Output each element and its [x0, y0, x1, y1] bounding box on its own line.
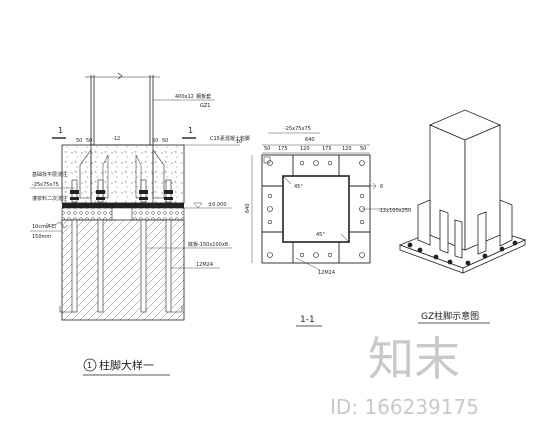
gz-label: GZ1	[200, 103, 210, 109]
detail-number-circle	[83, 358, 97, 372]
bolt-label: 12M24	[196, 262, 213, 268]
dim-left2: 50	[86, 138, 92, 144]
section-bolt-label: 12M24	[318, 270, 335, 276]
column-foot-detail: 400x12 钢板套 GZ1 1 1 50 50 50 50 -12 C15素混…	[30, 72, 250, 376]
iso-title: GZ柱脚示意图	[421, 310, 479, 322]
section-dim-5: 120	[342, 146, 352, 152]
dim-right: 50	[152, 138, 158, 144]
detail-title: 柱脚大样一	[99, 358, 154, 372]
stiffener-label: -12x100x250	[378, 208, 411, 214]
gravel-label-2: 150mm	[32, 234, 51, 240]
dim-left: 50	[76, 138, 82, 144]
plate-label-suffix: 钢板套	[196, 93, 211, 100]
elevation-label: ±0.000	[208, 202, 227, 208]
section-mark-left: 1	[58, 126, 63, 135]
watermark-id: ID: 166239175	[330, 395, 479, 419]
watermark-brand: 知末	[368, 332, 460, 386]
grout-label-2: 灌浆料二次浇注	[32, 195, 67, 202]
thickness-label: 6	[380, 184, 383, 190]
section-rib-label: -25x75x75	[284, 126, 311, 132]
section-dim-2: 175	[278, 146, 288, 152]
section-mark-right: 1	[188, 126, 193, 135]
section-small-label: 10	[236, 139, 242, 145]
detail-number: 1	[87, 361, 92, 370]
section-title: 1-1	[300, 315, 315, 325]
dim-right2: 50	[162, 138, 168, 144]
section-1-1: -25x75x75 640 50 175 120 175 120 50	[236, 126, 411, 327]
angle-1: 45°	[294, 184, 303, 190]
section-dim-4: 175	[322, 146, 332, 152]
section-dim-3: 120	[300, 146, 310, 152]
section-dim-6: 50	[360, 146, 366, 152]
anchor-plate-label: 底板-150x100x8	[188, 241, 228, 248]
rib-label-left: -25x75x75	[32, 182, 59, 188]
section-dim-1: 50	[264, 146, 270, 152]
section-dim-side: 640	[245, 203, 251, 213]
plate-thickness-label: -12	[112, 136, 120, 142]
plate-label: 400x12	[175, 94, 194, 100]
gravel-label-1: 10cm碎石	[32, 223, 56, 230]
watermark: 知末 ID: 166239175	[330, 332, 479, 419]
grout-label-1: 基础找平层浇注	[32, 171, 67, 178]
section-dim-total: 640	[305, 137, 315, 143]
isometric-view	[398, 109, 527, 274]
angle-2: 45°	[316, 232, 325, 238]
concrete-label: C15素混凝土包脚	[210, 135, 250, 142]
